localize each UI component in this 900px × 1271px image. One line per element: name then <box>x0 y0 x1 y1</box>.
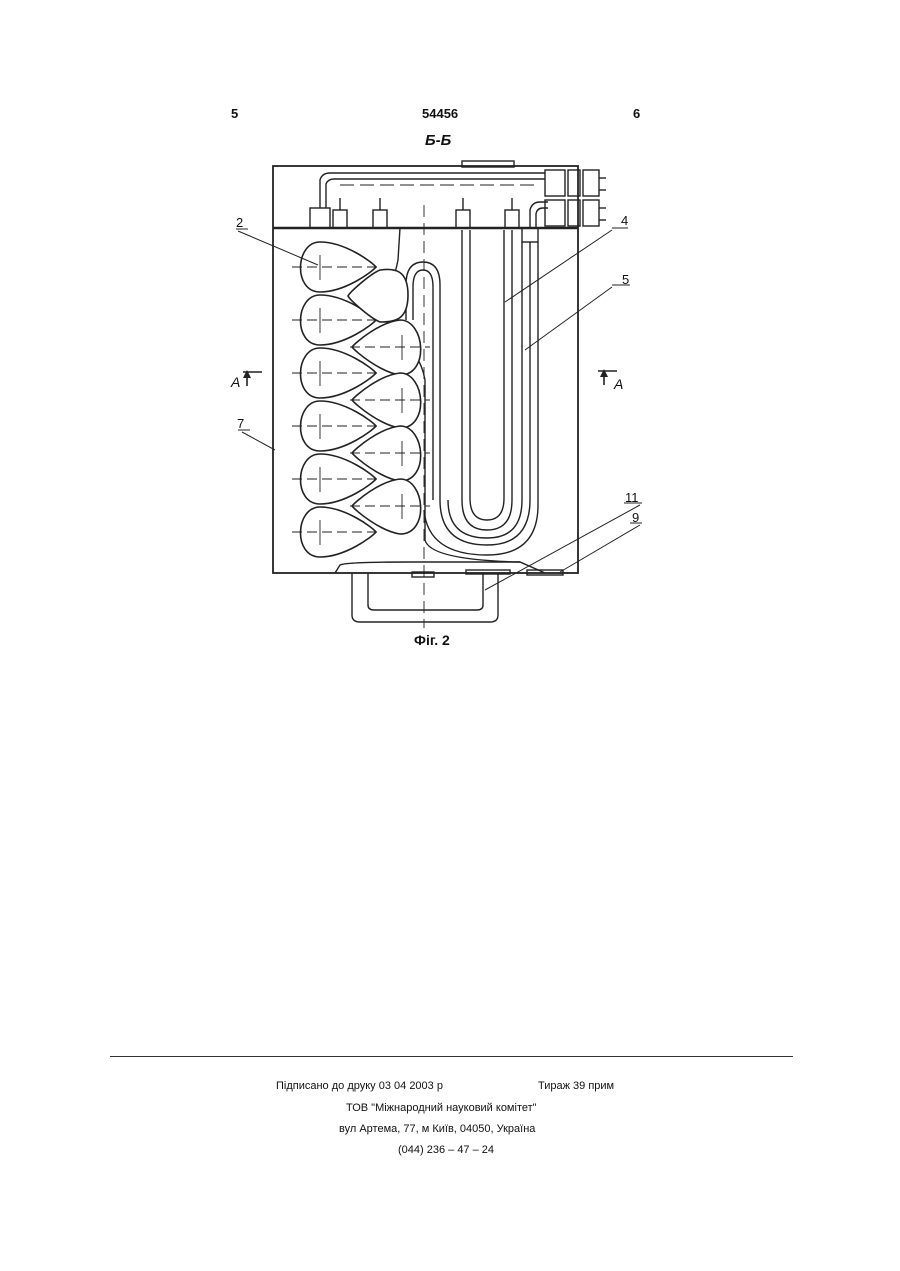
footer-address: вул Артема, 77, м Київ, 04050, Україна <box>339 1123 535 1135</box>
heater-tube-loop-2 <box>448 242 522 538</box>
upper-pipe <box>320 173 545 208</box>
callout-7: 7 <box>237 416 244 431</box>
fitting <box>583 170 599 196</box>
section-mark-right: A <box>613 376 623 392</box>
section-mark-left: A <box>230 374 240 390</box>
footer-print-run: Тираж 39 прим <box>538 1080 614 1092</box>
callout-2: 2 <box>236 215 243 230</box>
fitting <box>545 200 565 226</box>
footer-divider <box>110 1056 793 1057</box>
technical-drawing: 2 4 5 7 11 9 A A <box>0 0 900 660</box>
fitting <box>545 170 565 196</box>
heater-tube-loop <box>440 242 530 545</box>
footer-signed: Підписано до друку 03 04 2003 р <box>276 1080 443 1092</box>
footer-organization: ТОВ "Міжнародний науковий комітет" <box>346 1102 537 1114</box>
heater-tube-inner-2 <box>470 230 504 520</box>
bottom-block <box>466 570 510 574</box>
callout-9: 9 <box>632 510 639 525</box>
callout-11: 11 <box>625 490 639 505</box>
footer-phone: (044) 236 – 47 – 24 <box>398 1144 494 1156</box>
fitting <box>583 200 599 226</box>
lower-pipe-inner <box>536 208 548 228</box>
bottom-plate <box>335 562 545 573</box>
bottom-bracket <box>352 573 498 622</box>
section-marks <box>243 369 617 386</box>
callout-5: 5 <box>622 272 629 287</box>
callout-4: 4 <box>621 213 628 228</box>
leader-lines <box>236 228 642 590</box>
figure-caption: Фіг. 2 <box>414 632 450 648</box>
bottom-bracket-inner <box>368 573 483 610</box>
